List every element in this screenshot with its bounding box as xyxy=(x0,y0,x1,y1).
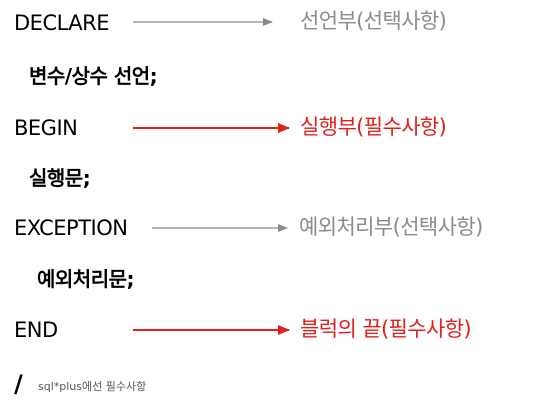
terminator-slash: / xyxy=(14,370,23,398)
keyword-begin: BEGIN xyxy=(14,116,78,140)
keyword-end: END xyxy=(14,318,58,342)
description-end: 블럭의 끝(필수사항) xyxy=(300,317,472,341)
keyword-exception: EXCEPTION xyxy=(14,216,128,240)
keyword-declare: DECLARE xyxy=(14,11,110,35)
description-begin: 실행부(필수사항) xyxy=(300,115,447,139)
body-line-declarations: 변수/상수 선언; xyxy=(29,64,158,88)
description-exception: 예외처리부(선택사항) xyxy=(299,215,483,239)
description-declare: 선언부(선택사항) xyxy=(300,9,447,33)
terminator-note: sql*plus에선 필수사항 xyxy=(38,380,147,393)
body-line-statements: 실행문; xyxy=(29,166,91,190)
body-line-exceptions: 예외처리문; xyxy=(37,267,135,291)
